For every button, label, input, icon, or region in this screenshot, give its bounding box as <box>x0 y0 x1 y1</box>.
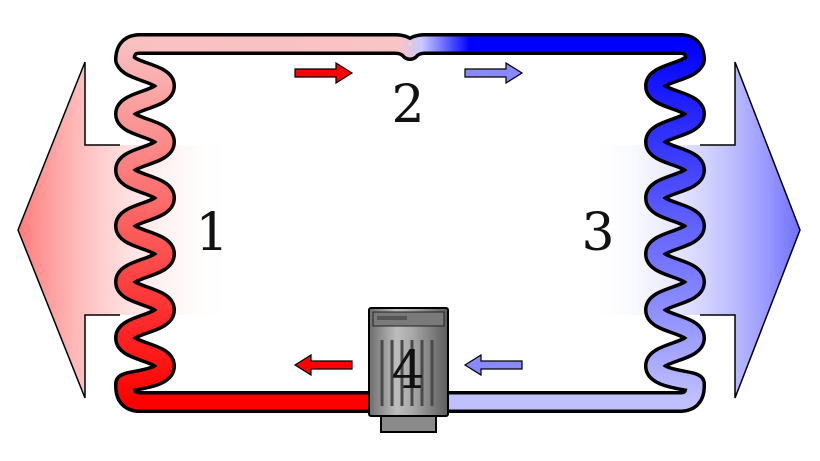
flow-arrow-icon <box>294 61 354 85</box>
label-condenser: 1 <box>195 203 228 263</box>
compressor-icon <box>368 307 449 433</box>
flow-arrow-icon <box>293 353 353 377</box>
label-evaporator: 3 <box>581 203 614 263</box>
expansion-valve-icon <box>408 42 412 46</box>
heat-absorb-arrow-outline <box>700 61 801 399</box>
flow-arrow-icon <box>463 353 523 377</box>
label-expansion-valve: 2 <box>391 75 424 135</box>
heat-release-arrow-outline <box>17 61 120 399</box>
label-compressor: 4 <box>391 341 424 401</box>
flow-arrow-icon <box>464 61 524 85</box>
